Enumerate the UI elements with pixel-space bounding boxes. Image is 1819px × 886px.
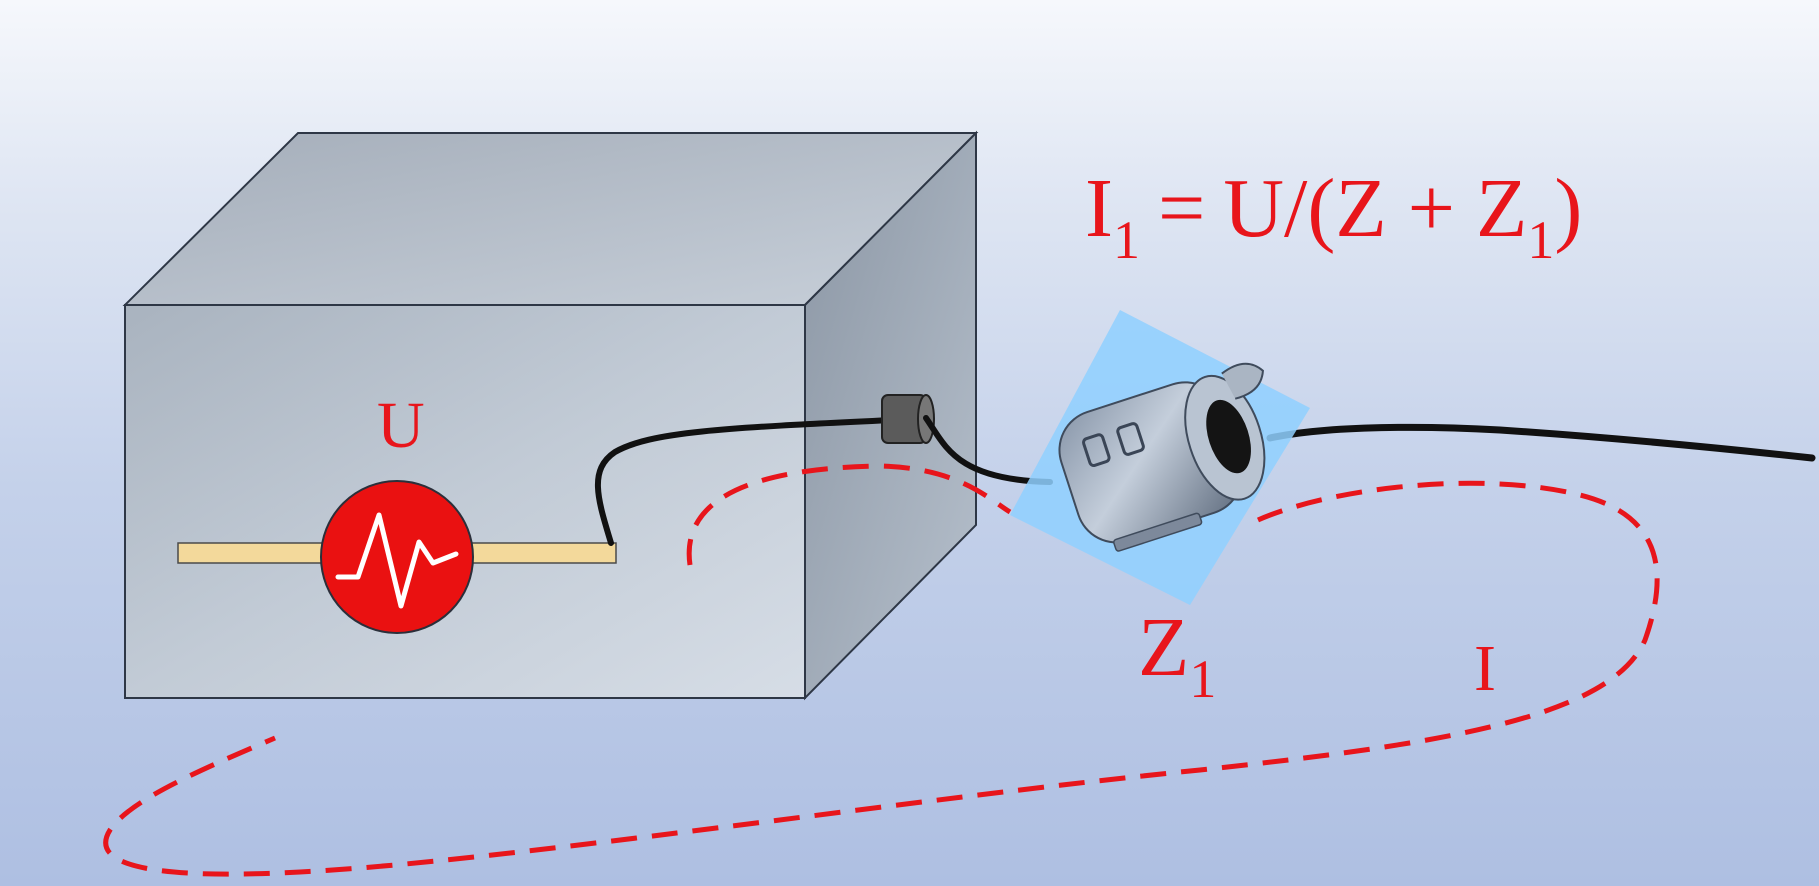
formula-lhs: I: [1085, 162, 1113, 255]
external-cable-out: [1266, 423, 1816, 462]
enclosure-box: [122, 130, 979, 701]
external-cable: [923, 415, 1053, 485]
formula-rhs-subscript: 1: [1527, 210, 1554, 270]
formula-rhs-close: ): [1554, 162, 1582, 255]
signal-wave-icon: [335, 512, 459, 609]
formula-rhs: U/(Z + Z: [1223, 162, 1527, 255]
enclosure-front-face: [124, 304, 806, 699]
impedance-subscript: 1: [1189, 649, 1216, 709]
formula-lhs-subscript: 1: [1113, 210, 1140, 270]
formula: I1=U/(Z + Z1): [1085, 162, 1582, 270]
current-loop: [103, 463, 1660, 877]
voltage-label: U: [377, 389, 425, 462]
impedance-letter: Z: [1138, 601, 1189, 694]
voltage-source-circle: [320, 480, 474, 634]
ferrite-core-icon: [1010, 310, 1310, 605]
current-label: I: [1474, 632, 1496, 705]
impedance-label: Z1: [1138, 601, 1216, 709]
formula-equals: =: [1158, 162, 1205, 255]
internal-cable: [594, 417, 896, 546]
voltage-source: [320, 480, 474, 634]
